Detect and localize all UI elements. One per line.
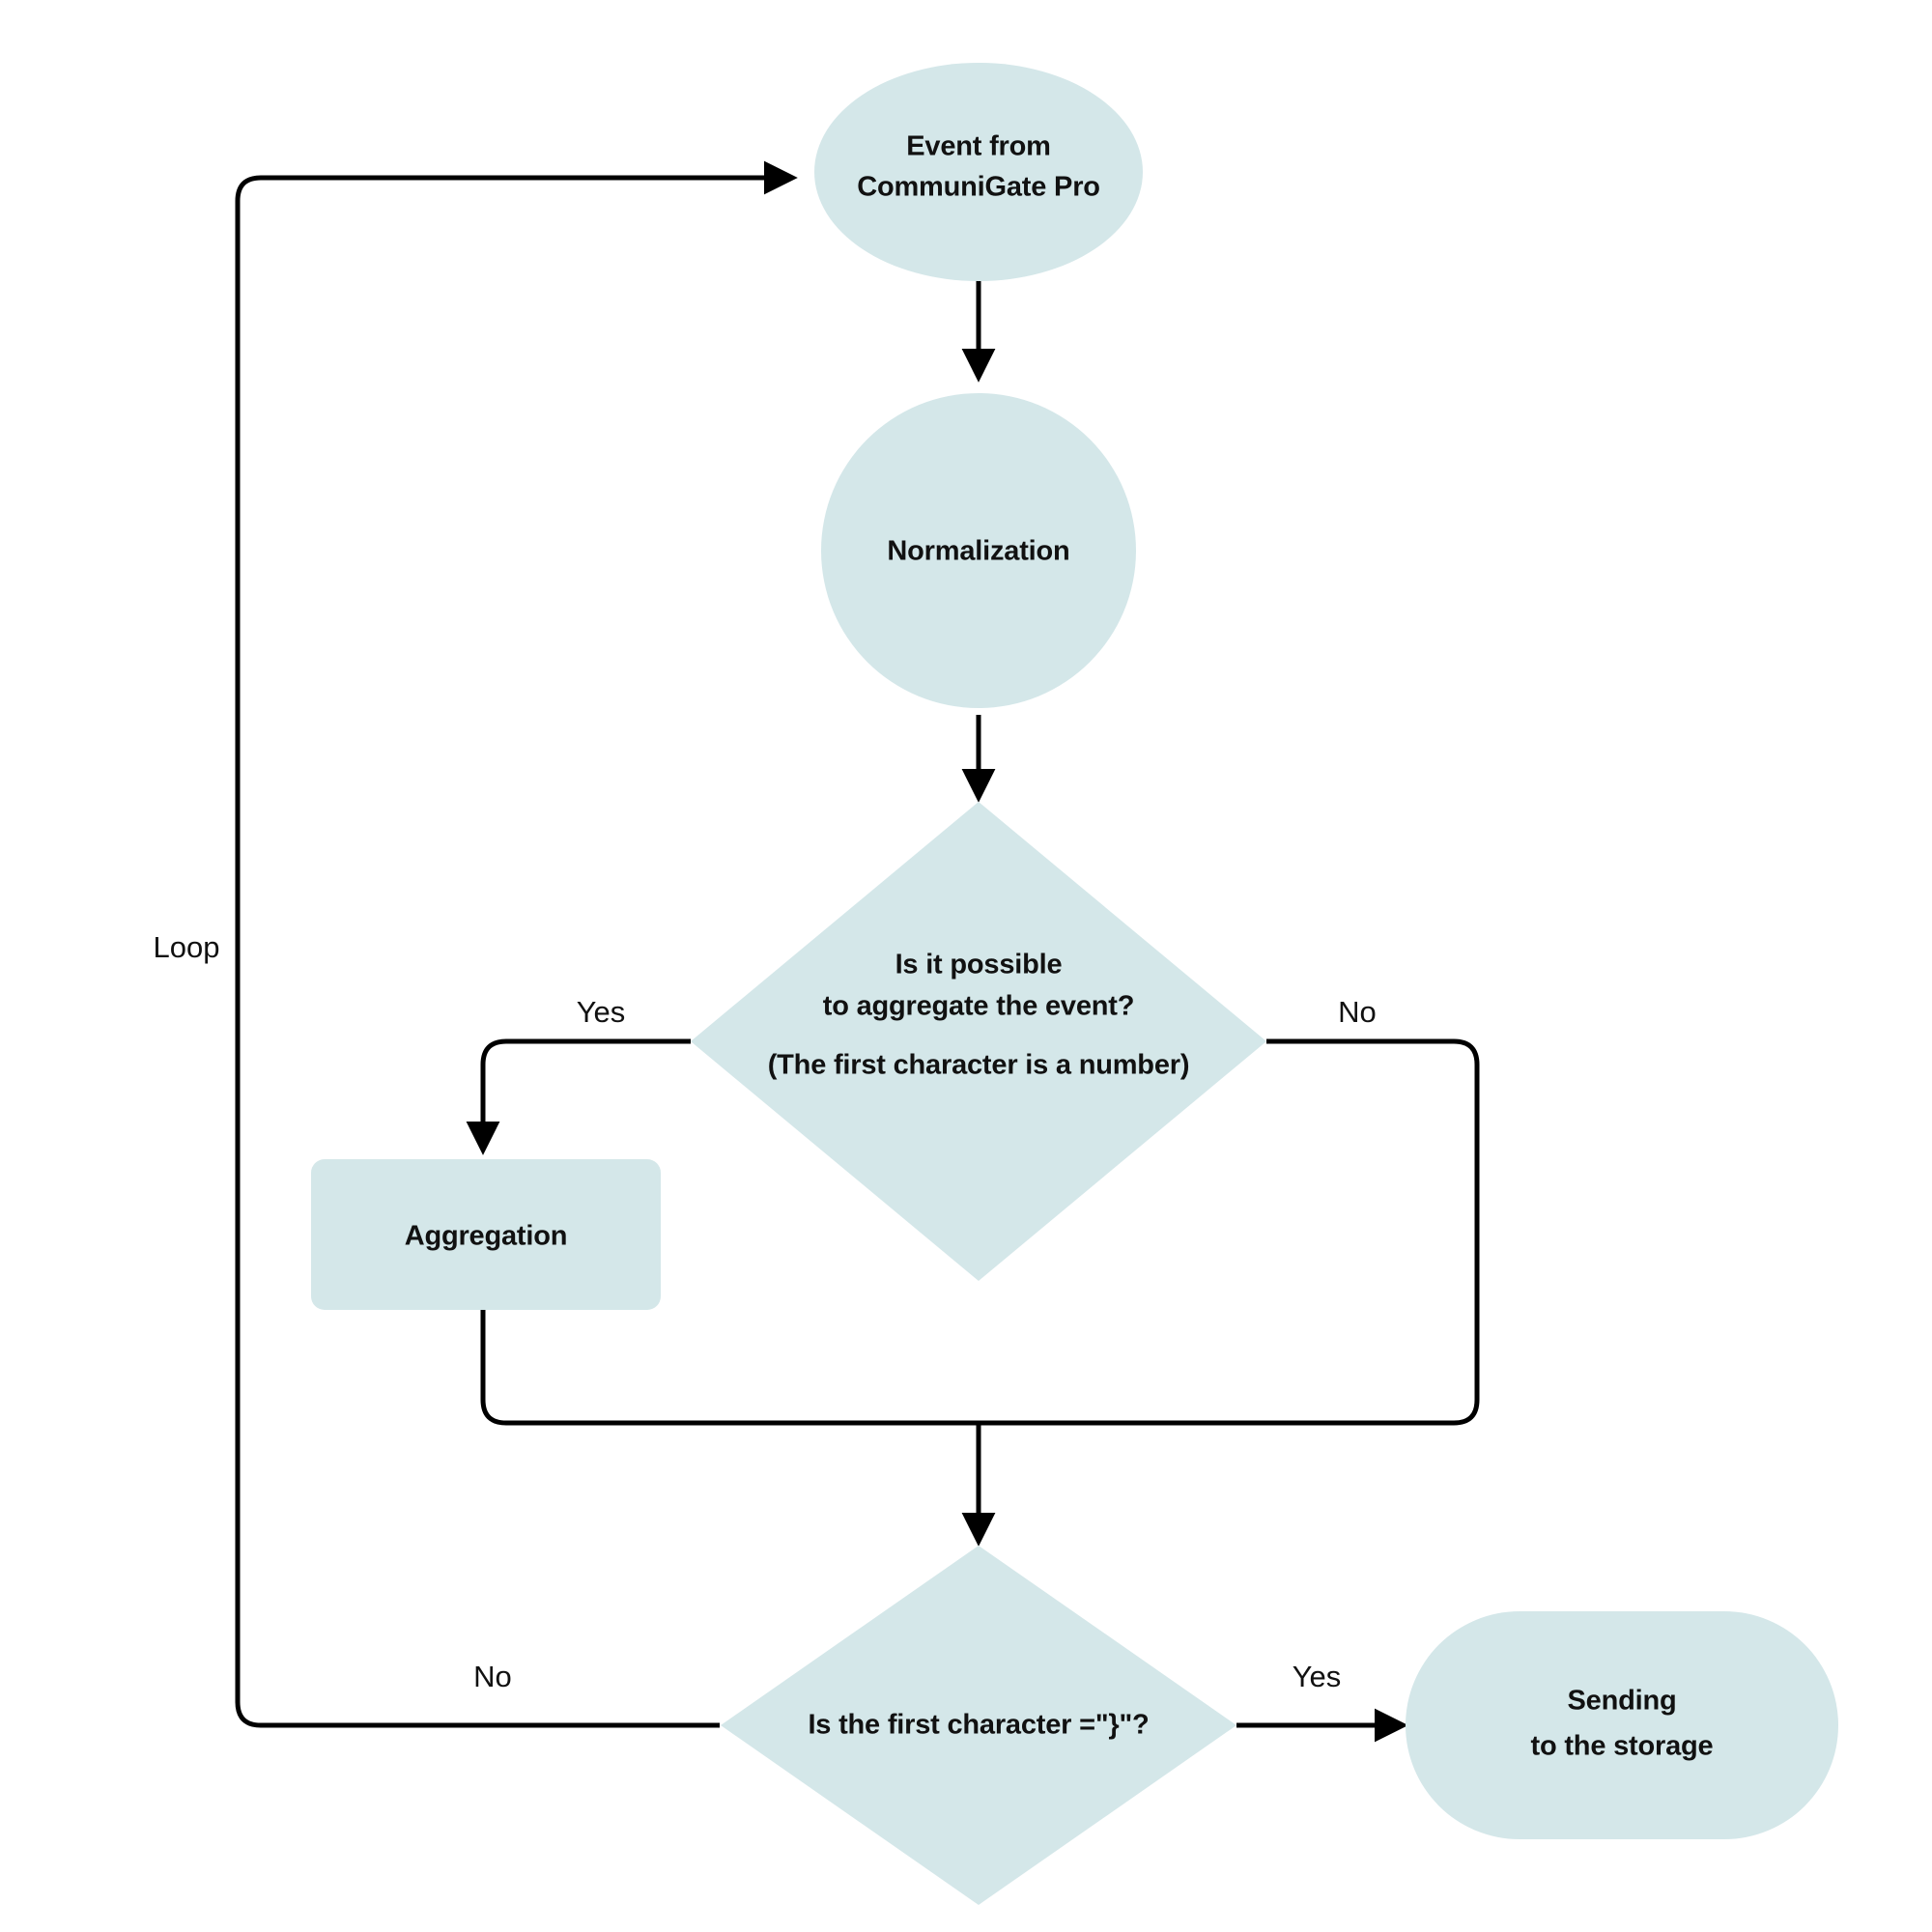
aggregation-rect	[311, 1159, 661, 1310]
edge-loop-return	[235, 160, 798, 1728]
aggregation-label: Aggregation	[405, 1221, 568, 1252]
node-event-from-communigate-pro[interactable]: Event from CommuniGate Pro	[814, 63, 1143, 281]
aggregate-decision-label-line1: Is it possible	[895, 950, 1063, 980]
node-sending-to-storage[interactable]: Sending to the storage	[1406, 1611, 1838, 1839]
edge-aggregation-to-merge	[480, 1310, 979, 1426]
first-char-decision-diamond	[721, 1546, 1236, 1905]
node-normalization[interactable]: Normalization	[821, 393, 1136, 708]
edge-label-aggregate-no: No	[1338, 995, 1377, 1029]
edge-label-first-char-no: No	[473, 1660, 512, 1693]
aggregate-decision-label-line2: to aggregate the event?	[823, 991, 1135, 1022]
aggregate-decision-diamond	[691, 802, 1266, 1281]
edge-label-first-char-yes: Yes	[1293, 1660, 1342, 1693]
sending-label-line2: to the storage	[1531, 1731, 1714, 1762]
edge-decision-yes-to-aggregation	[466, 1038, 691, 1155]
edge-label-loop: Loop	[154, 930, 220, 964]
event-source-label-line1: Event from	[906, 131, 1050, 162]
aggregate-decision-label-line4: (The first character is a number)	[768, 1050, 1190, 1081]
edge-decision-no-to-merge	[979, 1038, 1480, 1426]
node-aggregate-decision[interactable]: Is it possible to aggregate the event? (…	[691, 802, 1266, 1281]
node-aggregation[interactable]: Aggregation	[311, 1159, 661, 1310]
edge-label-aggregate-yes: Yes	[577, 995, 626, 1029]
normalization-label: Normalization	[887, 536, 1069, 567]
first-char-decision-label: Is the first character ="}"?	[808, 1710, 1149, 1741]
event-source-label-line2: CommuniGate Pro	[857, 172, 1100, 203]
node-first-char-decision[interactable]: Is the first character ="}"?	[721, 1546, 1236, 1905]
sending-stadium	[1406, 1611, 1838, 1839]
normalization-circle	[821, 393, 1136, 708]
event-source-ellipse	[814, 63, 1143, 281]
sending-label-line1: Sending	[1568, 1686, 1677, 1717]
